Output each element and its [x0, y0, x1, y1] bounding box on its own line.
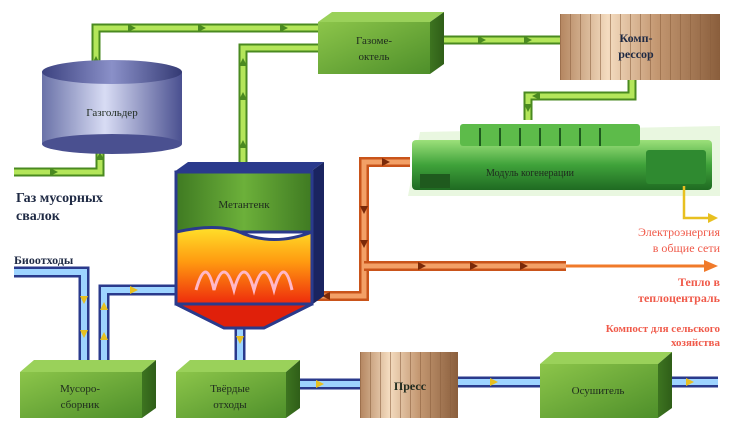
waste-flow-arrows [80, 286, 694, 388]
landfill-gas-label-line1: Газ мусорных [16, 191, 103, 206]
biowaste-label: Биоотходы [14, 253, 74, 267]
collector-label-line2: сборник [61, 399, 100, 411]
heating-coil [194, 270, 294, 296]
gas-meter-label-line1: Газоме- [356, 35, 392, 47]
press-unit: Пресс [360, 352, 458, 418]
methane-tank-label: Метантенк [218, 199, 270, 211]
cogeneration-label: Модуль когенерации [486, 168, 575, 179]
dryer-label: Осушитель [572, 385, 625, 397]
compressor-label-line2: рессор [618, 47, 654, 61]
electricity-label-line2: в общие сети [653, 241, 721, 255]
heat-flow-arrows [322, 158, 528, 300]
solid-waste-label-line1: Твёрдые [210, 383, 250, 395]
compressor-unit: Комп- рессор [560, 14, 720, 80]
solid-waste-label-line2: отходы [213, 399, 247, 411]
heat-output-arrowhead [704, 260, 718, 272]
heat-label-line2: теплоцентраль [638, 291, 721, 305]
heat-label-line1: Тепло в [678, 275, 721, 289]
collector-label-line1: Мусоро- [60, 383, 100, 395]
methane-tank: Метантенк [174, 162, 324, 330]
gasholder-label: Газгольдер [86, 107, 138, 119]
solid-waste-box: Твёрдые отходы [176, 360, 300, 418]
gas-pipes [14, 23, 637, 177]
dryer-box: Осушитель [540, 352, 672, 418]
compressor-label-line1: Комп- [620, 31, 653, 45]
compost-label-line1: Компост для сельского [606, 323, 721, 335]
electricity-label-line1: Электроэнергия [638, 225, 721, 239]
gasholder-tank: Газгольдер [42, 60, 182, 154]
cogeneration-module: Модуль когенерации [408, 124, 720, 223]
gas-meter-box: Газоме- октель [318, 12, 444, 74]
waste-collector-box: Мусоро- сборник [20, 360, 156, 418]
press-label: Пресс [394, 379, 427, 393]
landfill-gas-label-line2: свалок [16, 209, 61, 224]
compost-label-line2: хозяйства [671, 337, 721, 349]
gas-meter-label-line2: октель [359, 51, 390, 63]
